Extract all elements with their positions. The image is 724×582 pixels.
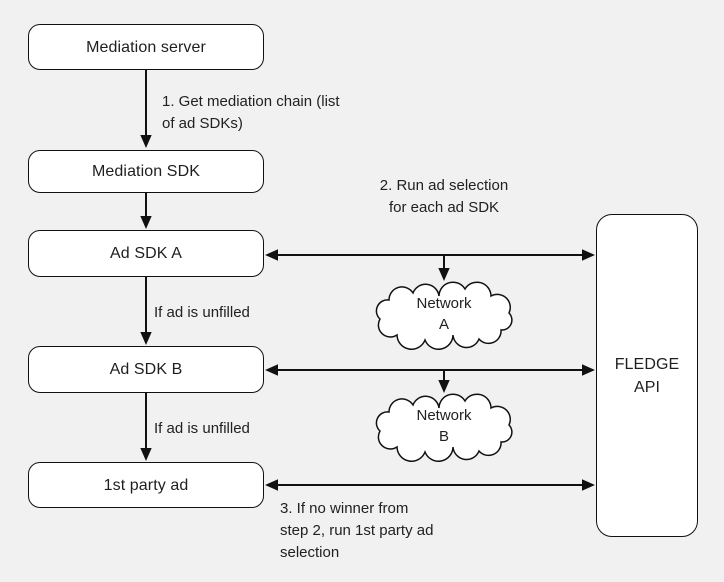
annotation-step1: 1. Get mediation chain (list of ad SDKs) xyxy=(162,93,340,132)
node-ad-sdk-b: Ad SDK B xyxy=(28,346,264,393)
node-fledge-api: FLEDGE API xyxy=(596,214,698,537)
annotation-if-ad-unfilled-b: If ad is unfilled xyxy=(154,420,250,437)
annotation-step3: 3. If no winner from step 2, run 1st par… xyxy=(280,500,434,561)
annotation-if-ad-unfilled-a: If ad is unfilled xyxy=(154,304,250,321)
node-mediation-sdk: Mediation SDK xyxy=(28,150,264,193)
node-ad-sdk-a: Ad SDK A xyxy=(28,230,264,277)
network-a-cloud xyxy=(375,281,513,350)
network-b-cloud xyxy=(375,393,513,462)
node-mediation-server: Mediation server xyxy=(28,24,264,70)
node-first-party-ad: 1st party ad xyxy=(28,462,264,508)
network-a-label: Network A xyxy=(416,295,472,333)
annotation-step2: 2. Run ad selection for each ad SDK xyxy=(379,177,509,216)
network-b-label: Network B xyxy=(416,407,472,445)
